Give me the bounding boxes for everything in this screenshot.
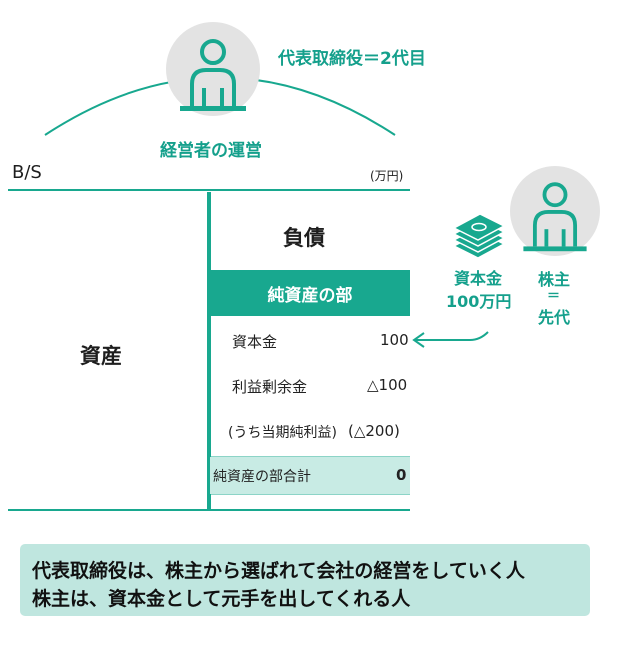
row-value-retained: △100 <box>367 376 408 394</box>
note-box <box>20 544 590 616</box>
shareholder-line3: 先代 <box>538 308 571 327</box>
total-band <box>210 457 410 494</box>
total-label: 純資産の部合計 <box>213 469 311 485</box>
shareholder-line1: 株主 <box>538 270 571 289</box>
note-line-2: 株主は、資本金として元手を出してくれる人 <box>32 588 411 610</box>
liabilities-label: 負債 <box>283 226 325 250</box>
shareholder-avatar <box>510 166 600 256</box>
row-label-net-income: (うち当期純利益) <box>228 425 337 441</box>
shareholder-line2: ＝ <box>547 289 561 304</box>
row-label-capital: 資本金 <box>232 333 278 351</box>
ceo-title-label: 代表取締役＝2代目 <box>278 49 426 69</box>
person-icon <box>180 39 246 111</box>
person-icon <box>523 182 587 252</box>
assets-label: 資産 <box>80 344 122 368</box>
row-value-net-income: (△200) <box>348 422 400 440</box>
capital-amount-line1: 資本金 <box>454 269 503 288</box>
note-line-1: 代表取締役は、株主から選ばれて会社の経営をしていく人 <box>32 560 525 582</box>
money-stack-icon <box>452 213 506 259</box>
total-value: 0 <box>396 466 407 484</box>
row-label-retained: 利益剰余金 <box>232 378 308 396</box>
bs-unit: (万円) <box>370 169 404 183</box>
capital-amount-line2: 100万円 <box>446 292 512 311</box>
bs-title: B/S <box>12 162 42 183</box>
net-assets-header: 純資産の部 <box>210 270 410 316</box>
capital-arrow <box>415 331 489 341</box>
net-assets-header-text: 純資産の部 <box>267 285 353 306</box>
arrow-head <box>412 332 425 348</box>
ceo-avatar <box>166 22 260 116</box>
row-value-capital: 100 <box>380 331 409 349</box>
management-caption: 経営者の運営 <box>160 141 262 161</box>
